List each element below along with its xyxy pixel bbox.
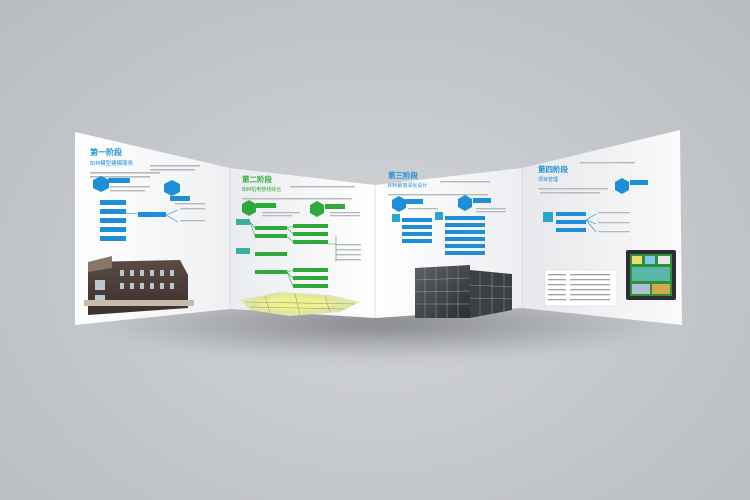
panel-1: 第一阶段 BIM模型建模服务 xyxy=(75,132,230,325)
hex-icon xyxy=(615,178,629,194)
hex-icon xyxy=(458,195,472,211)
panel-3-stage-subtitle: BIM幕墙深化设计 xyxy=(388,182,427,189)
panel-2: 第二阶段 BIM机电管线综合 xyxy=(230,168,375,318)
curtain-wall-photo xyxy=(414,265,513,318)
hex-icon xyxy=(242,200,256,216)
panel-2-stage-title: 第二阶段 xyxy=(242,174,272,184)
panel-3: 第三阶段 BIM幕墙深化设计 xyxy=(375,168,522,318)
panel-1-stage-subtitle: BIM模型建模服务 xyxy=(90,159,134,167)
building-photo xyxy=(84,256,194,315)
hex-icon xyxy=(93,176,109,192)
panel-3-stage-title: 第三阶段 xyxy=(388,170,418,180)
panel-2-stage-subtitle: BIM机电管线综合 xyxy=(242,186,281,193)
management-list xyxy=(544,269,618,307)
panel-4-stage-title: 第四阶段 xyxy=(538,164,568,174)
mep-model-image xyxy=(240,292,360,316)
panel-1-stage-title: 第一阶段 xyxy=(90,147,122,157)
hex-icon xyxy=(392,196,406,212)
hex-icon xyxy=(310,201,324,217)
tablet-screen-image xyxy=(626,250,676,300)
box-icon xyxy=(543,212,553,222)
hex-icon xyxy=(164,180,180,196)
panel-4-stage-subtitle: 项目管理 xyxy=(538,176,558,183)
panel-4: 第四阶段 项目管理 xyxy=(522,130,682,325)
